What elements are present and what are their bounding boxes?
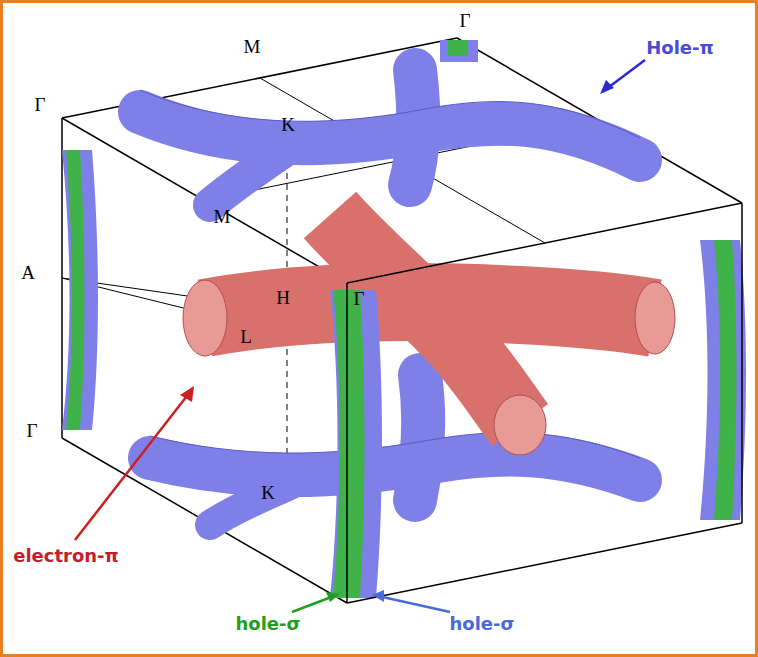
band-label: hole-σ — [235, 615, 300, 633]
point-label: M — [214, 207, 231, 226]
point-label: Γ — [354, 289, 365, 308]
point-label: Γ — [460, 11, 471, 30]
point-label: Γ — [35, 95, 46, 114]
band-label: electron-π — [13, 547, 119, 565]
point-label: K — [261, 483, 275, 502]
point-label: M — [244, 37, 261, 56]
point-label: H — [276, 288, 290, 307]
point-label: L — [240, 327, 252, 346]
band-label: Hole-π — [646, 39, 714, 57]
point-label: Γ — [27, 421, 38, 440]
point-label: K — [281, 115, 295, 134]
point-label: A — [21, 263, 35, 282]
band-label: hole-σ — [449, 615, 514, 633]
